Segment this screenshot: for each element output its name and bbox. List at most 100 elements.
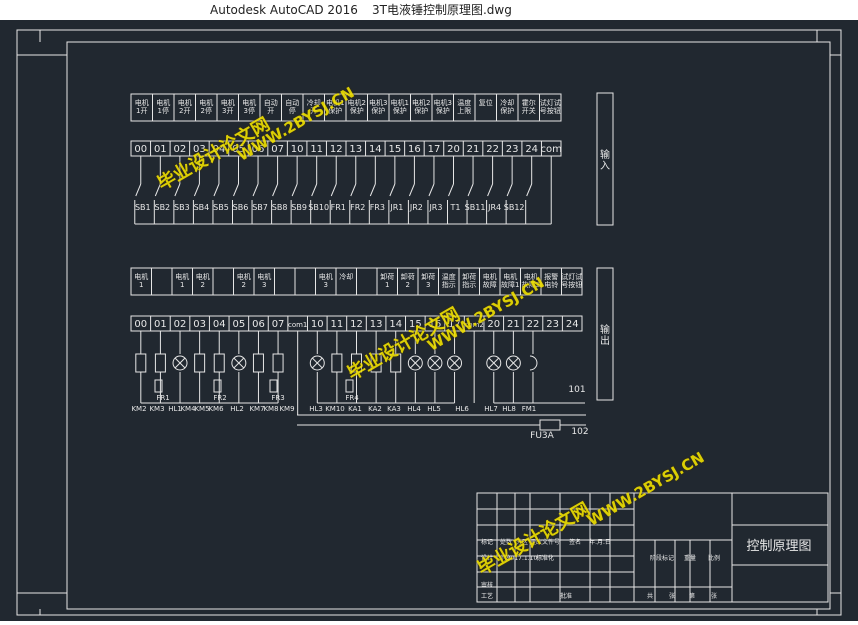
lamp-x (429, 357, 441, 369)
output-terminal-label: 20 (487, 319, 500, 330)
input-header-label: 电机3 (434, 98, 452, 107)
relay-coil (272, 353, 284, 373)
input-device-label: FR2 (350, 203, 365, 212)
indicator-lamp (309, 355, 325, 371)
indicator-lamp (407, 355, 423, 371)
input-terminal-label: 11 (310, 144, 323, 155)
output-terminal-label: 21 (507, 319, 520, 330)
input-header-label: 复位 (479, 98, 493, 107)
lamp-x (488, 357, 500, 369)
output-header-label: 2 (242, 281, 246, 289)
input-terminal-label: 02 (173, 144, 186, 155)
output-device-label: HL6 (455, 405, 469, 413)
outer-border (16, 29, 842, 616)
relay-coil (194, 353, 206, 373)
switch-contact (193, 183, 200, 197)
input-header-label: 号按钮 (540, 106, 561, 115)
output-terminal-label: com1 (288, 321, 307, 329)
input-terminal-label: 13 (349, 144, 362, 155)
tb-sheet-label: 共 (647, 592, 653, 600)
input-header-label: 开 (267, 107, 274, 115)
input-side-label: 输 (600, 148, 610, 161)
input-terminal-label: 24 (525, 144, 538, 155)
switch-contact (291, 183, 298, 197)
input-device-label: JR2 (409, 203, 423, 212)
input-header-label: 冷却 (307, 98, 321, 107)
input-header-label: 电机1 (326, 98, 344, 107)
line-label-102: 102 (571, 427, 588, 437)
output-terminal-label: 00 (134, 319, 147, 330)
output-device-label: KM6 (208, 405, 224, 413)
line-label-101: 101 (568, 385, 585, 395)
switch-contact (311, 183, 318, 197)
window-titlebar: Autodesk AutoCAD 2016 3T电液锤控制原理图.dwg (0, 0, 858, 20)
output-header-label: 指示 (442, 280, 456, 289)
output-terminal-label: 14 (389, 319, 402, 330)
output-device-label: KM5 (194, 405, 209, 413)
lamp-x (449, 357, 460, 369)
input-device-label: SB5 (213, 203, 229, 212)
output-header-label: 2 (406, 281, 410, 289)
output-header-label: 温度 (442, 272, 456, 281)
output-header-label: 电机 (257, 272, 271, 281)
input-terminal-label: 14 (369, 144, 382, 155)
output-header-label: 3 (262, 281, 266, 289)
output-header-label: 2 (201, 281, 205, 289)
input-header-label: 保护 (500, 106, 514, 115)
input-terminal-label: 21 (467, 144, 480, 155)
input-side-label: 入 (600, 161, 610, 172)
input-terminal-label: 10 (291, 144, 304, 155)
input-device-label: JR1 (389, 203, 403, 212)
output-header-label: 电铃 (544, 280, 558, 289)
input-header-label: 1停 (158, 106, 169, 115)
input-header-label: 电机 (221, 98, 235, 107)
tb-row2-label: 刘东 (500, 554, 512, 562)
output-terminal-label: 17 (448, 319, 461, 330)
indicator-lamp (427, 355, 443, 371)
output-header-label: 1 (139, 281, 143, 289)
output-header-label: 报警 (544, 272, 558, 281)
output-terminal-label: 22 (527, 319, 540, 330)
input-terminal-label: 12 (330, 144, 343, 155)
output-device-label: KM7 (249, 405, 264, 413)
overload-relay (345, 379, 354, 393)
input-header-label: 试灯试 (540, 98, 561, 107)
input-terminal-label: 20 (447, 144, 460, 155)
output-header-label: 故障 (483, 280, 497, 289)
output-header-label: 电机 (175, 272, 189, 281)
tb-row2-label: 设计 (481, 554, 493, 562)
output-header-label: 卸荷 (462, 272, 476, 281)
input-header-label: 3停 (244, 106, 255, 115)
input-header-label: 自动 (264, 98, 278, 107)
tb-row1-label: 分区 (516, 538, 528, 546)
output-terminal-label: 11 (331, 319, 344, 330)
tb-row1-label: 标记 (481, 538, 493, 546)
input-device-label: SB8 (272, 203, 288, 212)
output-device-label: KM3 (149, 405, 164, 413)
alarm-bell (529, 355, 538, 371)
lamp-x (409, 357, 421, 369)
output-terminal-label: 04 (213, 319, 226, 330)
output-header-label: 1 (385, 281, 389, 289)
tb-row1-label: 签名 (569, 538, 581, 546)
input-header-label: 上限 (457, 106, 471, 115)
output-device-label: HL2 (230, 405, 244, 413)
output-device-label: KA3 (387, 405, 401, 413)
input-device-label: SB6 (233, 203, 249, 212)
output-device-label: HL8 (502, 405, 516, 413)
input-header-label: 2停 (201, 106, 212, 115)
output-terminal-label: 06 (252, 319, 265, 330)
switch-contact (350, 183, 357, 197)
switch-contact (252, 183, 259, 197)
output-header-label: 电机 (237, 272, 251, 281)
output-terminal-label: 13 (370, 319, 383, 330)
relay-coil (213, 353, 225, 373)
lamp-x (508, 357, 519, 369)
input-device-label: FR1 (331, 203, 346, 212)
output-terminal-label: 16 (429, 319, 442, 330)
tb-sheet-label: 张 (711, 592, 717, 600)
output-terminal-label: 15 (409, 319, 422, 330)
input-header-label: 电机1 (391, 98, 409, 107)
output-device-label: KA1 (348, 405, 362, 413)
